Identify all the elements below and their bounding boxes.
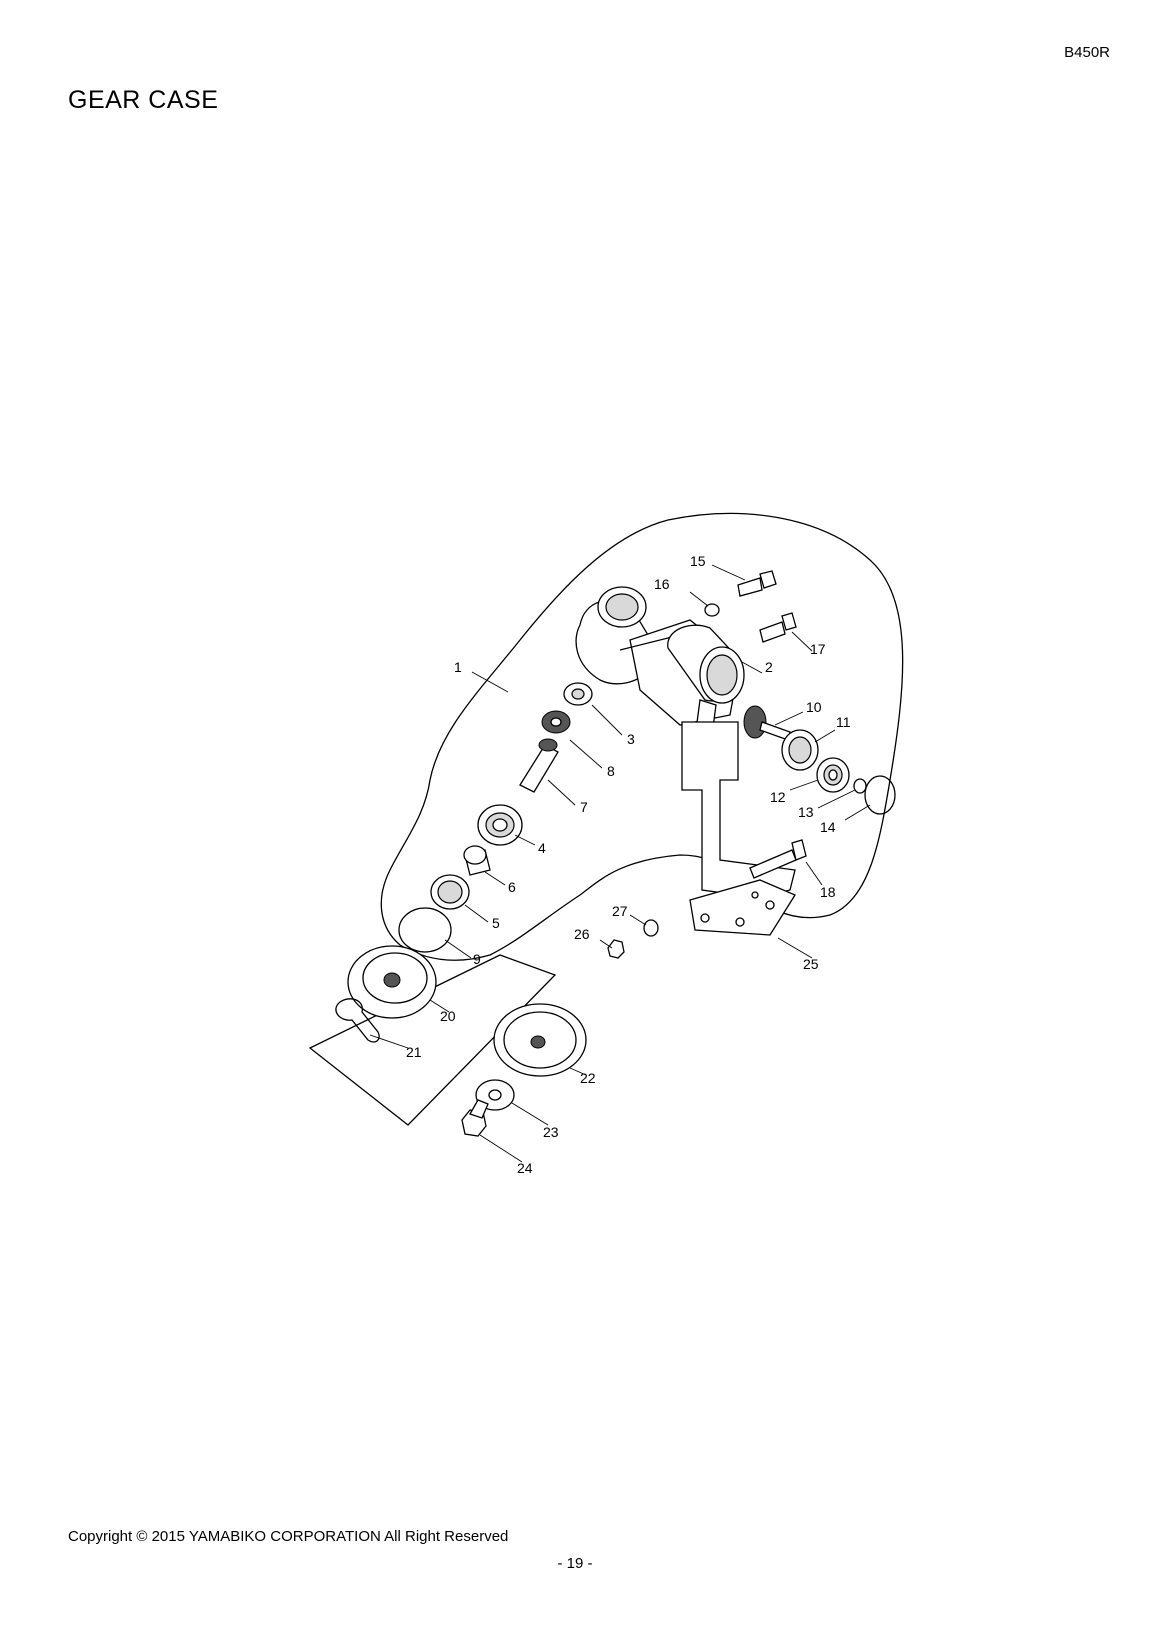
part-24-nut [461, 1099, 489, 1137]
callout-27: 27 [612, 903, 628, 919]
callout-4: 4 [538, 840, 546, 856]
part-21-tool [335, 998, 380, 1043]
part-6-spacer [463, 845, 491, 876]
callout-17: 17 [810, 641, 826, 657]
callout-10: 10 [806, 699, 822, 715]
copyright-notice: Copyright © 2015 YAMABIKO CORPORATION Al… [68, 1528, 509, 1545]
callout-20: 20 [440, 1008, 456, 1024]
page-title: GEAR CASE [68, 86, 219, 114]
part-17-bolt [759, 612, 797, 643]
part-15-bolt [737, 570, 777, 597]
callout-labels: 1 2 3 4 5 6 7 8 9 10 11 12 13 14 15 16 1… [406, 553, 851, 1176]
callout-7: 7 [580, 799, 588, 815]
callout-3: 3 [627, 731, 635, 747]
part-26-nut [607, 939, 625, 959]
callout-5: 5 [492, 915, 500, 931]
part-22-cover [493, 1003, 587, 1077]
part-7-spindle [519, 738, 559, 793]
callout-8: 8 [607, 763, 615, 779]
part-10-bevel-gear [743, 705, 791, 741]
callout-14: 14 [820, 819, 836, 835]
part-20-receiver-plate [347, 945, 437, 1019]
callout-12: 12 [770, 789, 786, 805]
model-code: B450R [1064, 44, 1110, 61]
part-5-oil-seal [430, 874, 470, 910]
callout-22: 22 [580, 1070, 596, 1086]
callout-25: 25 [803, 956, 819, 972]
callout-21: 21 [406, 1044, 422, 1060]
part-14-snap-ring [864, 775, 896, 815]
part-8-bevel-gear [541, 710, 571, 734]
part-13-washer [853, 778, 867, 794]
part-4-ball-bearing [477, 804, 523, 846]
callout-6: 6 [508, 879, 516, 895]
callout-2: 2 [765, 659, 773, 675]
part-3-bearing [563, 682, 593, 706]
part-12-ball-bearing [816, 757, 850, 793]
callout-15: 15 [690, 553, 706, 569]
part-11-ball-bearing [781, 729, 819, 771]
callout-18: 18 [820, 884, 836, 900]
part-27-washer [643, 919, 659, 937]
callout-24: 24 [517, 1160, 533, 1176]
kit-outline [308, 954, 557, 1126]
mounting-plate [681, 721, 796, 936]
leader-lines [369, 564, 871, 1163]
part-16-washer [704, 603, 720, 617]
callout-11: 11 [836, 714, 851, 730]
callout-13: 13 [798, 804, 814, 820]
callout-26: 26 [574, 926, 590, 942]
assembly-outline [380, 512, 904, 961]
callout-1: 1 [454, 659, 462, 675]
page-number: - 19 - [557, 1555, 593, 1572]
part-9-snap-ring [398, 907, 452, 953]
part-18-bolt [749, 839, 807, 879]
callout-23: 23 [543, 1124, 559, 1140]
callout-9: 9 [473, 951, 481, 967]
callout-16: 16 [654, 576, 670, 592]
